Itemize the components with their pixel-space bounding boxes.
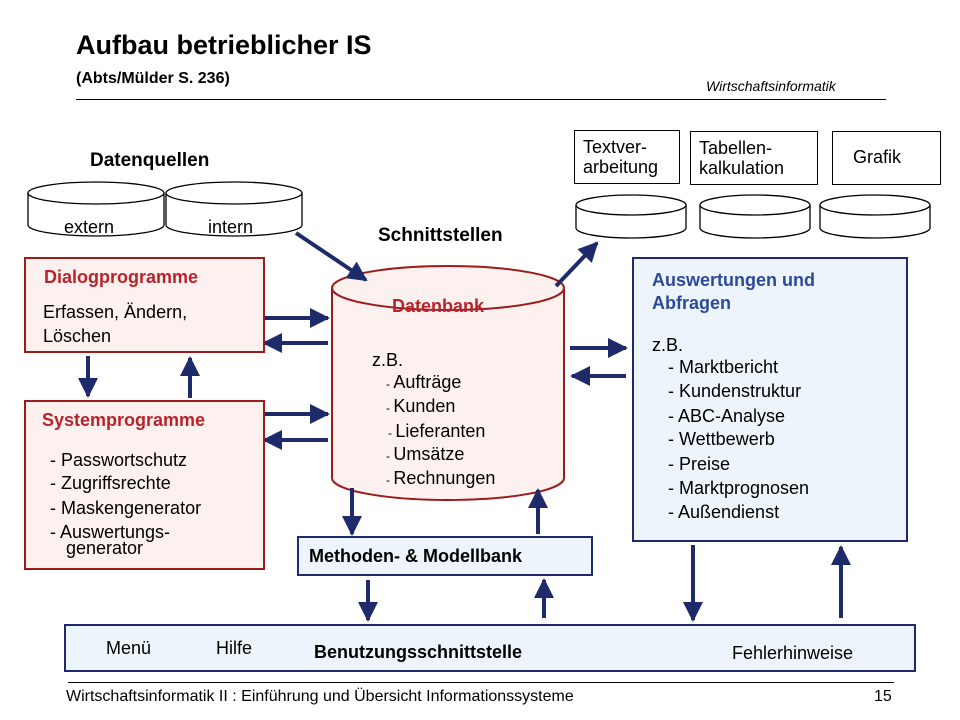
database-intro: z.B. bbox=[372, 350, 404, 370]
reports-intro: z.B. bbox=[652, 335, 684, 355]
reports-box: Auswertungen und Abfragen z.B. - Marktbe… bbox=[632, 257, 908, 542]
system-item: - Maskengenerator bbox=[50, 498, 202, 518]
datenquellen-heading: Datenquellen bbox=[90, 150, 210, 171]
cylinder-extern-label: extern bbox=[64, 217, 115, 237]
brand-label: Wirtschaftsinformatik bbox=[706, 78, 836, 94]
database-cylinder bbox=[331, 265, 565, 501]
schnittstellen-label: Schnittstellen bbox=[378, 225, 503, 246]
footer-text: Wirtschaftsinformatik II : Einführung un… bbox=[66, 688, 574, 705]
reports-title-line2: Abfragen bbox=[652, 293, 732, 313]
methods-bank-box: Methoden- & Modellbank bbox=[297, 536, 593, 576]
reports-item: - ABC-Analyse bbox=[668, 406, 786, 426]
ui-menu-label: Menü bbox=[106, 638, 152, 658]
database-title: Datenbank bbox=[392, 296, 485, 316]
arrow-db-to-apps bbox=[554, 241, 599, 288]
dialog-programs-title: Dialogprogramme bbox=[44, 267, 199, 287]
ui-title: Benutzungsschnittstelle bbox=[314, 642, 523, 662]
app-grafik-box: Grafik bbox=[832, 131, 941, 185]
system-item: - Auswertungs- bbox=[50, 522, 171, 542]
cylinder-textverarbeitung bbox=[575, 194, 687, 239]
cylinder-tabellenkalkulation bbox=[699, 194, 811, 239]
cylinder-grafik bbox=[819, 194, 931, 239]
dialog-programs-line1: Erfassen, Ändern, bbox=[43, 302, 188, 322]
system-item: - Passwortschutz bbox=[50, 450, 188, 470]
footer-divider bbox=[68, 682, 894, 683]
system-item-continuation: generator bbox=[66, 538, 144, 558]
database-item: - Umsätze bbox=[386, 444, 465, 464]
reports-item: - Außendienst bbox=[668, 502, 780, 522]
ui-errors-label: Fehlerhinweise bbox=[732, 643, 854, 663]
reports-title-line1: Auswertungen und bbox=[652, 270, 815, 290]
reports-item: - Marktbericht bbox=[668, 357, 779, 377]
cylinder-intern-label: intern bbox=[208, 217, 254, 237]
system-item: - Zugriffsrechte bbox=[50, 473, 171, 493]
system-programs-box: Systemprogramme - Passwortschutz - Zugri… bbox=[24, 400, 265, 570]
database-item: - Kunden bbox=[386, 396, 456, 416]
page-subtitle: (Abts/Mülder S. 236) bbox=[76, 70, 230, 87]
app-textverarbeitung-box: Textver- arbeitung bbox=[574, 130, 680, 184]
reports-item: - Wettbewerb bbox=[668, 429, 775, 449]
reports-item: - Marktprognosen bbox=[668, 478, 810, 498]
cylinder-intern bbox=[165, 181, 303, 237]
page-title: Aufbau betrieblicher IS bbox=[76, 30, 372, 60]
reports-item: - Kundenstruktur bbox=[668, 381, 802, 401]
cylinder-extern bbox=[27, 181, 165, 237]
database-item: - Lieferanten bbox=[388, 421, 486, 441]
ui-help-label: Hilfe bbox=[216, 638, 253, 658]
system-programs-title: Systemprogramme bbox=[42, 410, 206, 430]
arrow-intern-to-db bbox=[294, 231, 368, 282]
dialog-programs-line2: Löschen bbox=[43, 326, 112, 346]
page-number: 15 bbox=[874, 688, 892, 705]
database-item: - Aufträge bbox=[386, 372, 462, 392]
user-interface-bar: Menü Hilfe Benutzungsschnittstelle Fehle… bbox=[64, 624, 916, 672]
database-item: - Rechnungen bbox=[386, 468, 496, 488]
header-divider bbox=[76, 99, 886, 100]
app-tabellenkalkulation-box: Tabellen- kalkulation bbox=[690, 131, 818, 185]
dialog-programs-box: Dialogprogramme Erfassen, Ändern, Lösche… bbox=[24, 257, 265, 353]
reports-item: - Preise bbox=[668, 454, 731, 474]
